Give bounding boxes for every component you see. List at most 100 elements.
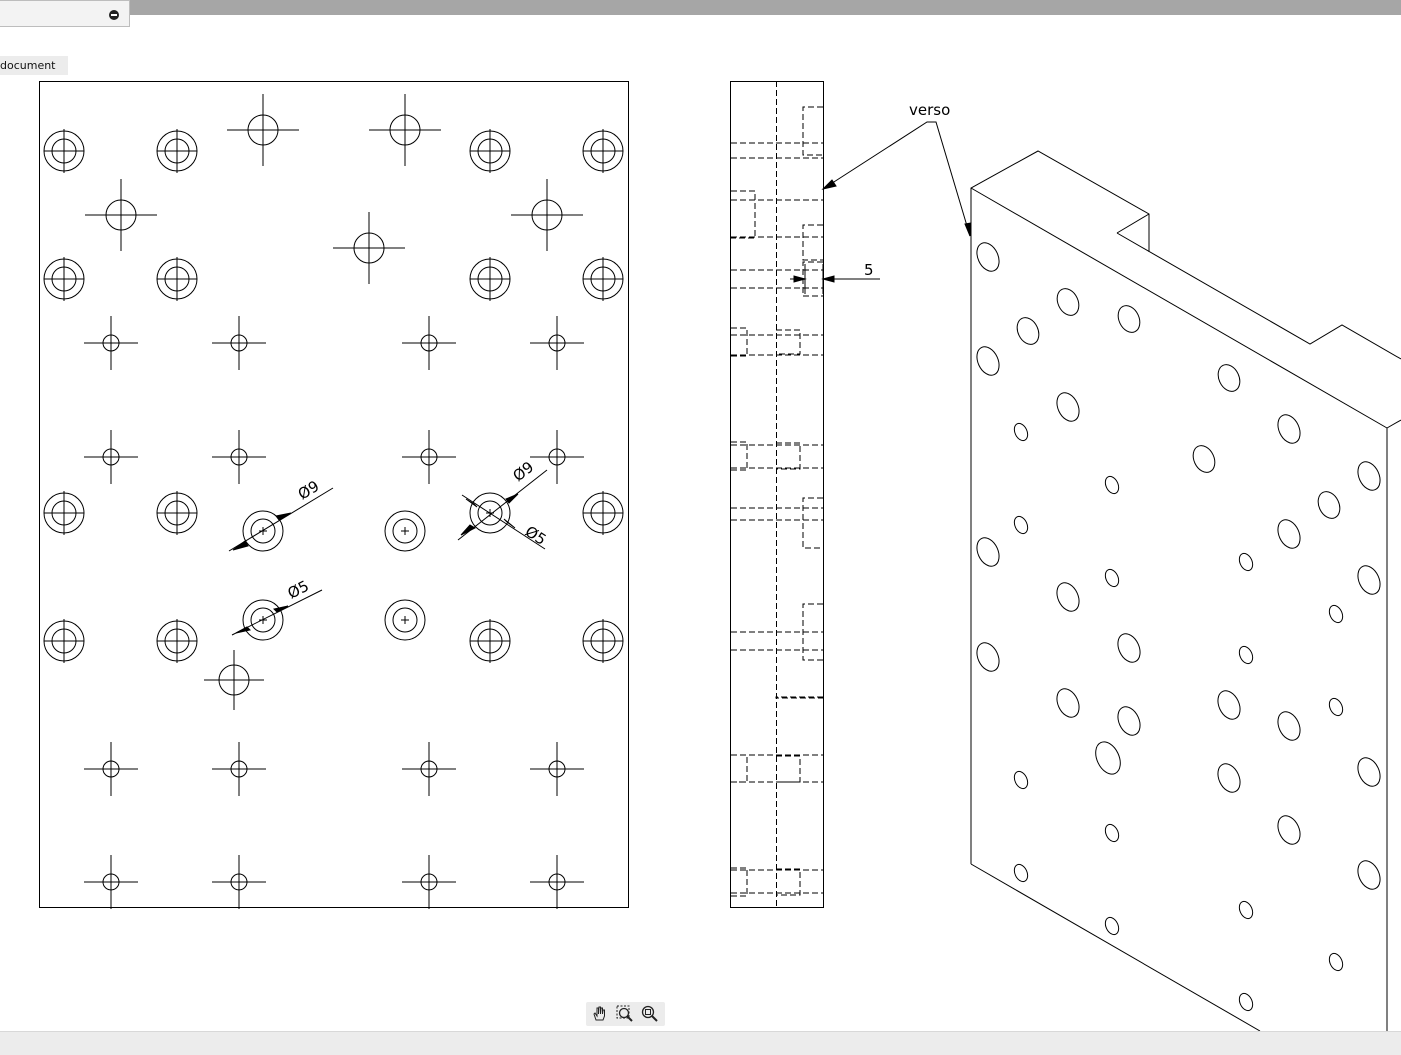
zoom-fit-icon[interactable] <box>640 1004 660 1024</box>
small-hole <box>402 430 456 484</box>
large-hole <box>511 179 583 251</box>
large-hole <box>227 94 299 166</box>
iso-hole <box>1328 604 1344 624</box>
iso-hole <box>1013 863 1029 883</box>
small-hole <box>530 742 584 796</box>
iso-hole <box>1357 757 1381 787</box>
front-view <box>39 81 629 909</box>
counterbore-hole <box>469 257 511 301</box>
iso-hole <box>976 242 1000 272</box>
counterbore-hole <box>156 619 198 663</box>
iso-hole <box>1217 690 1241 720</box>
small-hole <box>212 430 266 484</box>
counterbore-hole <box>43 129 85 173</box>
iso-hole <box>1277 519 1301 549</box>
iso-hole <box>1095 741 1121 775</box>
counterbore-hole <box>582 129 624 173</box>
front-view-dimensions <box>228 469 548 636</box>
iso-hole <box>1277 414 1301 444</box>
small-hole <box>402 316 456 370</box>
iso-hole <box>1238 552 1254 572</box>
counterbore-hole <box>384 510 426 552</box>
iso-hole <box>1357 461 1381 491</box>
status-bar <box>0 1031 1401 1055</box>
small-hole <box>530 855 584 909</box>
small-hole <box>530 430 584 484</box>
view-tab[interactable] <box>0 0 130 27</box>
plate-outline <box>39 81 629 908</box>
iso-hole <box>1277 815 1301 845</box>
iso-hole <box>1013 422 1029 442</box>
counterbore-hole <box>156 491 198 535</box>
verso-label: verso <box>909 101 950 119</box>
dim-label-d5-b: Ø5 <box>285 577 312 603</box>
iso-hole <box>1277 711 1301 741</box>
counterbore-hole <box>156 129 198 173</box>
counterbore-hole <box>43 491 85 535</box>
small-hole <box>402 742 456 796</box>
iso-hole <box>1357 860 1381 890</box>
dim-label-d9-a: Ø9 <box>295 477 323 503</box>
isometric-view <box>970 150 1401 1031</box>
iso-hole <box>1056 688 1080 718</box>
counterbore-hole <box>242 510 284 552</box>
iso-hole <box>1117 305 1141 333</box>
large-hole <box>333 212 405 284</box>
counterbore-hole <box>156 257 198 301</box>
iso-hole <box>976 537 1000 567</box>
counterbore-hole <box>384 599 426 641</box>
technical-drawing[interactable]: Ø9 Ø9 Ø5 Ø5 5 verso <box>0 0 1401 1031</box>
iso-hole <box>1013 770 1029 790</box>
zoom-window-icon[interactable] <box>615 1004 635 1024</box>
counterbore-hole <box>582 619 624 663</box>
side-view <box>730 81 972 908</box>
dim-label-d5-a: Ø5 <box>522 522 550 549</box>
counterbore-hole <box>469 619 511 663</box>
counterbore-hole <box>43 257 85 301</box>
hole-markers <box>43 94 624 909</box>
counterbore-hole <box>469 129 511 173</box>
large-hole <box>369 94 441 166</box>
iso-hole <box>1056 288 1080 316</box>
iso-hole <box>1238 900 1254 920</box>
iso-hole <box>1317 491 1341 519</box>
iso-hole <box>976 346 1000 376</box>
iso-hole <box>1056 392 1080 422</box>
iso-hole <box>1104 916 1120 936</box>
small-hole <box>212 742 266 796</box>
small-hole <box>84 430 138 484</box>
small-hole <box>530 316 584 370</box>
iso-hole <box>1104 823 1120 843</box>
iso-hole <box>1104 568 1120 588</box>
large-hole <box>204 650 264 710</box>
hand-pan-icon[interactable] <box>590 1004 610 1024</box>
window-title-bar <box>0 0 1401 15</box>
iso-hole <box>1013 515 1029 535</box>
counterbore-hole <box>582 257 624 301</box>
iso-hole <box>1117 633 1141 663</box>
iso-hole <box>1328 952 1344 972</box>
iso-hole <box>1056 582 1080 612</box>
iso-hole <box>1357 565 1381 595</box>
iso-hole <box>1217 364 1241 392</box>
small-hole <box>212 855 266 909</box>
counterbore-hole <box>582 491 624 535</box>
dim-label-5: 5 <box>864 261 874 279</box>
document-label[interactable]: document <box>0 56 68 75</box>
small-hole <box>402 855 456 909</box>
small-hole <box>84 855 138 909</box>
iso-hole <box>1328 697 1344 717</box>
iso-hole <box>976 642 1000 672</box>
small-hole <box>84 316 138 370</box>
iso-hole <box>1217 763 1241 793</box>
minus-circle-icon[interactable] <box>109 10 119 20</box>
view-toolbar <box>586 1002 665 1026</box>
iso-hole <box>1192 445 1216 473</box>
counterbore-hole <box>43 619 85 663</box>
iso-hole <box>1238 645 1254 665</box>
small-hole <box>84 742 138 796</box>
small-hole <box>212 316 266 370</box>
iso-hole <box>1016 317 1040 345</box>
iso-hole <box>1104 475 1120 495</box>
large-hole <box>85 179 157 251</box>
